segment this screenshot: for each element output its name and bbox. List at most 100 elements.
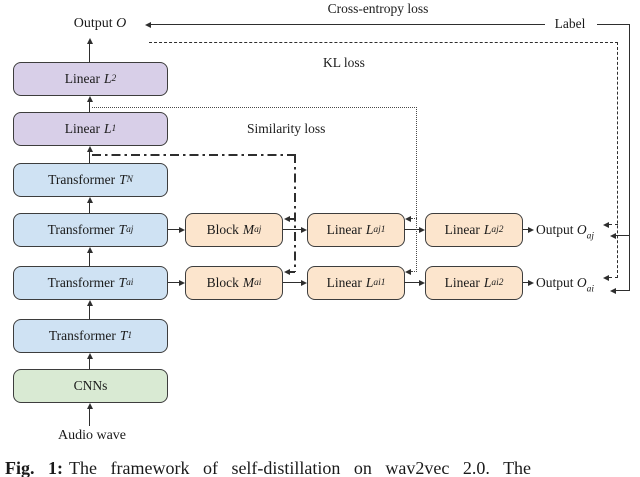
box-word: Linear xyxy=(444,275,480,290)
arrowhead-right xyxy=(419,279,425,286)
cnns-box: CNNs xyxy=(13,369,168,403)
dashdot-line-down xyxy=(294,154,296,273)
arrow-audio-to-cnns xyxy=(89,409,91,426)
box-word: CNNs xyxy=(73,378,108,393)
dashdot-branch-mai xyxy=(290,271,295,273)
arrowhead-right xyxy=(301,226,307,233)
flow-lai2-to-output xyxy=(523,282,528,284)
arrow-l2-to-output xyxy=(89,44,91,62)
arrowhead-up xyxy=(86,38,93,44)
arrowhead-left xyxy=(603,274,609,281)
output-o-label: Output O xyxy=(60,16,140,32)
output-var: O xyxy=(576,275,587,290)
output-word: Output xyxy=(536,275,574,290)
arrowhead-right xyxy=(528,279,534,286)
output-oaj-label: Output Oaj xyxy=(536,222,594,242)
arrowhead-right xyxy=(419,226,425,233)
box-var: T xyxy=(119,328,128,343)
output-o-word: Output xyxy=(73,16,113,31)
flow-maj-to-laj1 xyxy=(283,229,301,231)
output-sub: ai xyxy=(586,284,594,295)
arrowhead-right xyxy=(301,279,307,286)
cross-entropy-loss-label: Cross-entropy loss xyxy=(327,1,429,16)
arrowhead-up xyxy=(86,247,93,253)
box-var: L xyxy=(365,275,374,290)
arrow-t1-to-tai xyxy=(89,306,91,319)
similarity-line-h xyxy=(92,107,417,109)
arrowhead-left xyxy=(405,268,411,275)
arrowhead-left xyxy=(610,287,616,294)
box-word: Block xyxy=(206,222,239,237)
output-sub: aj xyxy=(586,231,594,242)
cross-entropy-branch-oaj xyxy=(616,235,630,237)
arrow-tai-to-taj xyxy=(89,253,91,266)
similarity-branch-lai1 xyxy=(411,271,417,273)
arrow-l1-to-l2 xyxy=(89,102,91,112)
flow-laj2-to-output xyxy=(523,229,528,231)
similarity-branch-laj1 xyxy=(411,218,417,220)
arrowhead-up xyxy=(86,146,93,152)
label-text: Label xyxy=(554,16,586,31)
arrow-tn-to-l1 xyxy=(89,152,91,163)
box-word: Linear xyxy=(326,222,362,237)
arrow-cnns-to-t1 xyxy=(89,359,91,369)
kl-branch-oai xyxy=(609,277,618,279)
flow-mai-to-lai1 xyxy=(283,282,301,284)
dashdot-line-h xyxy=(92,154,295,156)
cross-entropy-branch-oai xyxy=(616,290,630,292)
box-var: M xyxy=(242,222,255,237)
box-var: T xyxy=(118,222,127,237)
output-word: Output xyxy=(536,222,574,237)
arrowhead-left xyxy=(603,221,609,228)
kl-loss-label: KL loss xyxy=(323,55,365,70)
box-word: Block xyxy=(206,275,239,290)
arrowhead-left xyxy=(145,21,151,28)
flow-lai1-to-lai2 xyxy=(404,282,419,284)
box-word: Linear xyxy=(326,275,362,290)
box-var: M xyxy=(242,275,255,290)
flow-laj1-to-laj2 xyxy=(404,229,419,231)
arrowhead-up xyxy=(86,353,93,359)
arrowhead-left xyxy=(405,215,411,222)
arrowhead-up xyxy=(86,403,93,409)
box-var: T xyxy=(118,275,127,290)
dashdot-branch-maj xyxy=(290,218,295,220)
box-word: Transformer xyxy=(47,222,115,237)
arrowhead-right xyxy=(179,279,185,286)
box-word: Transformer xyxy=(48,328,116,343)
box-var: L xyxy=(483,222,492,237)
kl-loss-line-h xyxy=(149,42,618,44)
caption-text: The framework of self-distillation on wa… xyxy=(69,458,532,477)
cross-entropy-line-down xyxy=(629,24,630,292)
arrowhead-left xyxy=(284,268,290,275)
cross-entropy-line-left xyxy=(151,24,545,26)
similarity-loss-label: Similarity loss xyxy=(247,121,326,136)
output-var: O xyxy=(576,222,587,237)
box-word: Transformer xyxy=(48,172,116,187)
box-var: L xyxy=(104,71,112,86)
similarity-line-down xyxy=(416,107,418,273)
box-word: Transformer xyxy=(47,275,115,290)
arrowhead-up xyxy=(86,300,93,306)
arrowhead-left xyxy=(610,232,616,239)
output-oai-label: Output Oai xyxy=(536,275,594,295)
kl-branch-oaj xyxy=(609,224,618,226)
arrowhead-right xyxy=(528,226,534,233)
caption-fig-label: Fig. 1: xyxy=(5,458,63,477)
flow-taj-to-maj xyxy=(168,229,180,231)
cross-entropy-line-right xyxy=(597,24,630,26)
arrow-taj-to-tn xyxy=(89,203,91,213)
